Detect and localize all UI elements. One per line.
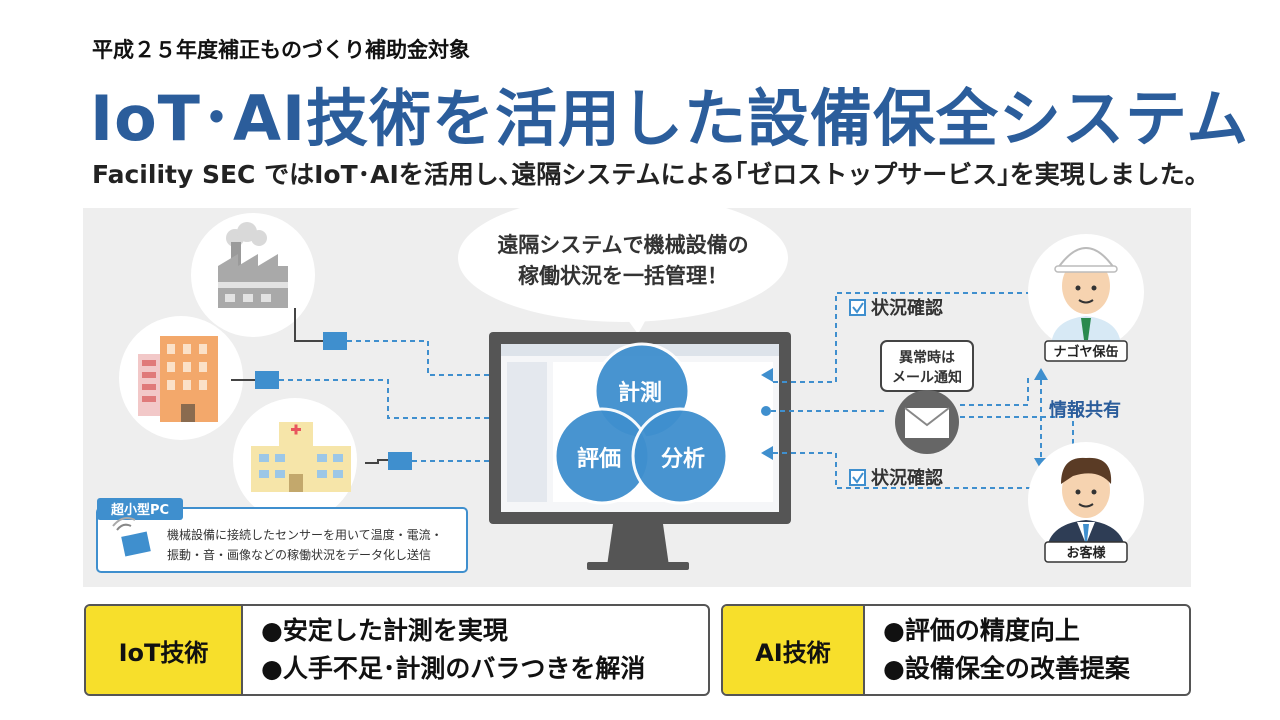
ai-tag: AI技術 — [723, 606, 865, 694]
venn-analyze: 分析 — [661, 447, 705, 472]
hospital-icon — [251, 422, 351, 492]
sensor-pc-3 — [388, 452, 412, 470]
ai-list: ●評価の精度向上 ●設備保全の改善提案 — [865, 606, 1130, 694]
sensor-pc-2 — [255, 371, 279, 389]
bubble-line-1: 遠隔システムで機械設備の — [497, 233, 748, 257]
ai-item-2: ●設備保全の改善提案 — [883, 654, 1130, 683]
pc-box-title: 超小型PC — [111, 502, 169, 518]
sensor-device-icon — [112, 517, 151, 557]
info-share-label: 情報共有 — [1049, 399, 1121, 421]
checkbox-icon-top — [849, 299, 866, 316]
status-check-top: 状況確認 — [871, 297, 943, 319]
iot-item-1: ●安定した計測を実現 — [261, 616, 508, 645]
data-lines-right — [771, 292, 1074, 489]
data-lines-left — [279, 340, 503, 462]
page-title: IoT･AI技術を活用した設備保全システム — [90, 82, 1250, 155]
bubble-line-2: 稼働状況を一括管理！ — [518, 264, 728, 288]
venn-evaluate: 評価 — [577, 446, 621, 472]
iot-summary-box: IoT技術 ●安定した計測を実現 ●人手不足･計測のバラつきを解消 — [84, 604, 710, 696]
iot-list: ●安定した計測を実現 ●人手不足･計測のバラつきを解消 — [243, 606, 645, 694]
cables — [231, 308, 388, 464]
factory-icon — [218, 222, 288, 308]
pc-box-line-2: 振動・音・画像などの稼働状況をデータ化し送信 — [167, 547, 431, 562]
ai-item-1: ●評価の精度向上 — [883, 616, 1080, 645]
pc-box-title-bg — [97, 498, 183, 520]
staff-label: ナゴヤ保缶 — [1053, 344, 1118, 360]
subsidy-label: 平成２５年度補正ものづくり補助金対象 — [92, 38, 470, 62]
iot-tag: IoT技術 — [86, 606, 243, 694]
customer-avatar-icon — [1046, 457, 1126, 556]
customer-label-box — [1044, 541, 1128, 563]
system-diagram: 遠隔システムで機械設備の 稼働状況を一括管理！ 計測 評価 分析 状況確認 — [96, 208, 1144, 573]
office-building-icon — [138, 336, 218, 422]
alert-line-1: 異常時は — [899, 349, 955, 366]
speech-bubble — [458, 208, 788, 334]
checkbox-icon-bottom — [849, 469, 866, 486]
customer-label: お客様 — [1066, 545, 1106, 561]
staff-avatar-icon — [1051, 247, 1121, 348]
ai-summary-box: AI技術 ●評価の精度向上 ●設備保全の改善提案 — [721, 604, 1191, 696]
sensor-pc-1 — [323, 332, 347, 350]
alert-line-2: メール通知 — [892, 369, 962, 386]
staff-label-box — [1044, 340, 1128, 362]
venn-diagram — [553, 342, 729, 505]
arrows-right — [761, 368, 773, 460]
status-check-bottom: 状況確認 — [871, 467, 943, 489]
info-share-arrow — [1034, 368, 1048, 470]
venn-measure: 計測 — [618, 380, 662, 406]
iot-item-2: ●人手不足･計測のバラつきを解消 — [261, 654, 646, 683]
page-subtitle: Facility SEC ではIoT･AIを活用し､遠隔システムによる｢ゼロスト… — [92, 160, 1210, 189]
pc-box-line-1: 機械設備に接続したセンサーを用いて温度・電流・ — [167, 527, 443, 542]
pc-info-box — [96, 507, 468, 573]
mail-icon — [895, 390, 959, 454]
